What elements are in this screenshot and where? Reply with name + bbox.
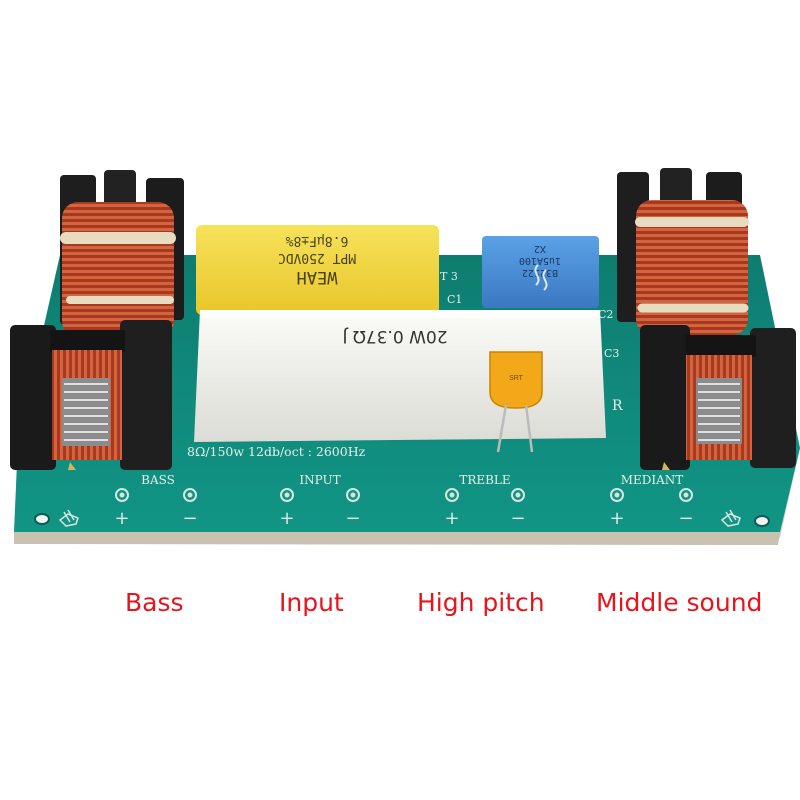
blue-x2-capacitor: B32522 1u5A100 X2 bbox=[482, 236, 599, 308]
mediant-plus-label: + bbox=[609, 508, 624, 529]
treble-plus-label: + bbox=[444, 508, 459, 529]
terminal-pads bbox=[115, 488, 693, 502]
blue-cap-line-1: B32522 bbox=[522, 267, 558, 278]
yellow-film-capacitor: WEAH MPT 250VDC 6.8µF±8% bbox=[196, 225, 439, 315]
high-pitch-caption: High pitch bbox=[417, 588, 545, 617]
mount-hole-right bbox=[754, 515, 770, 527]
mediant-silk-label: MEDIANT bbox=[621, 473, 684, 487]
small-orange-capacitor: SRT bbox=[489, 351, 543, 453]
mount-hole-left bbox=[34, 513, 50, 525]
spec-silkscreen: 8Ω/150w 12db/oct : 2600Hz bbox=[187, 444, 366, 459]
c3-label: C3 bbox=[604, 347, 619, 360]
yellow-cap-line-2: MPT 250VDC bbox=[278, 250, 356, 265]
middle-sound-caption: Middle sound bbox=[596, 588, 763, 617]
c2-label: C2 bbox=[598, 308, 613, 321]
input-silk-label: INPUT bbox=[299, 473, 340, 487]
yellow-cap-line-1: WEAH bbox=[297, 267, 338, 287]
screw-icon-right bbox=[720, 509, 741, 527]
treble-minus-label: − bbox=[510, 508, 525, 529]
bass-silk-label: BASS bbox=[141, 473, 175, 487]
c1-label: C1 bbox=[447, 293, 462, 306]
brand-logo-icon bbox=[534, 264, 548, 291]
treble-silk-label: TREBLE bbox=[459, 473, 510, 487]
cement-resistor: 20W 0.37Ω J bbox=[194, 310, 606, 442]
t3-label: T 3 bbox=[440, 270, 458, 283]
r-label: R bbox=[612, 398, 623, 414]
resistor-text: 20W 0.37Ω J bbox=[342, 326, 447, 346]
screw-icon-left bbox=[58, 509, 79, 527]
input-plus-label: + bbox=[279, 508, 294, 529]
left-inductor bbox=[10, 170, 184, 470]
right-inductor bbox=[617, 168, 796, 470]
bass-plus-label: + bbox=[114, 508, 129, 529]
mediant-minus-label: − bbox=[678, 508, 693, 529]
yellow-cap-line-3: 6.8µF±8% bbox=[286, 233, 349, 248]
bass-caption: Bass bbox=[125, 588, 184, 617]
input-caption: Input bbox=[279, 588, 344, 617]
small-cap-text: SRT bbox=[509, 375, 524, 382]
blue-cap-line-2: 1u5A100 bbox=[519, 255, 561, 266]
blue-cap-line-3: X2 bbox=[534, 243, 546, 254]
input-minus-label: − bbox=[345, 508, 360, 529]
bass-minus-label: − bbox=[182, 508, 197, 529]
